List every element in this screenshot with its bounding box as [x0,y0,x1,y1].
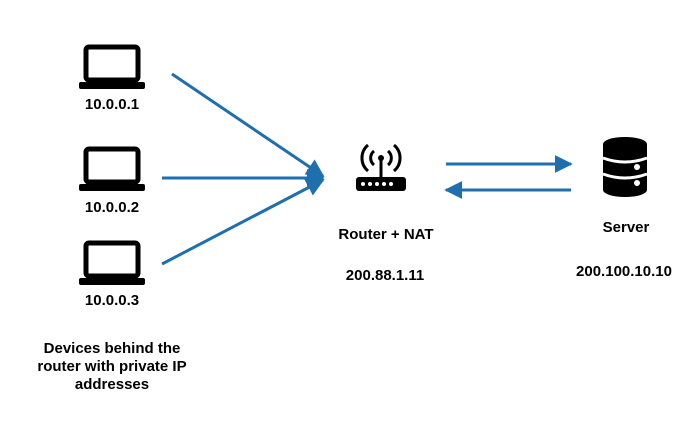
devices-caption: Devices behind the router with private I… [12,340,212,394]
database-server-icon [602,137,648,197]
caption-line: Devices behind the [43,340,181,357]
wifi-router-icon [356,143,406,191]
device-3-ip: 10.0.0.3 [84,292,140,309]
router-ip: 200.88.1.11 [345,267,425,284]
caption-line: router with private IP [37,358,187,375]
laptop-icon [79,240,145,285]
caption-line: addresses [74,376,150,393]
server-ip: 200.100.10.10 [576,263,672,280]
device-1-ip: 10.0.0.1 [84,96,140,113]
arrow-device-3-to-router [161,178,325,266]
laptop-icon [79,146,145,191]
router-label: Router + NAT [338,226,434,243]
laptop-icon [79,44,145,89]
arrow-device-1-to-router [171,72,325,178]
device-2-ip: 10.0.0.2 [84,199,140,216]
server-label: Server [602,219,650,236]
